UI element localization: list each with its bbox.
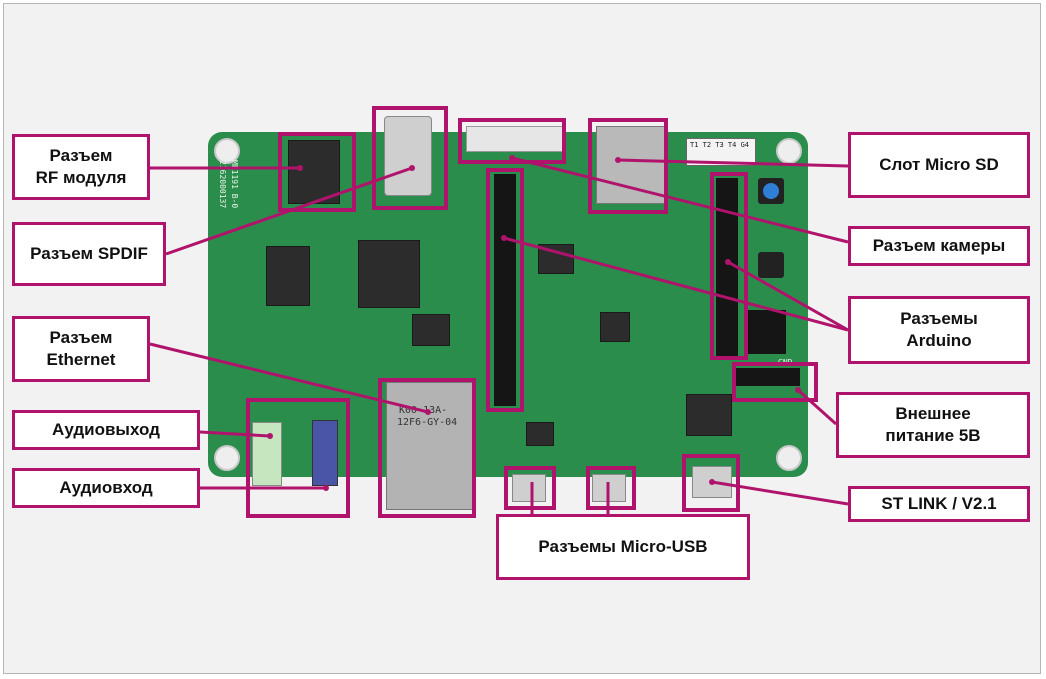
audio-in-jack <box>312 420 338 486</box>
leader-camera <box>511 156 849 244</box>
camera-connector <box>466 126 564 152</box>
leader-tip <box>615 157 621 163</box>
leader-spdif <box>165 166 413 256</box>
audio-out-jack <box>252 422 282 486</box>
leader-tip <box>795 387 801 393</box>
highlight-audio <box>246 398 350 518</box>
leader-tip <box>297 165 303 171</box>
memory-chip <box>266 246 310 306</box>
highlight-usb-2 <box>586 466 636 510</box>
spdif-connector <box>384 116 432 196</box>
pcb-board: MB1191 B-0 2162000137 T1 T2 T3 T4 G4 GND… <box>208 116 808 510</box>
leader-arduino-right <box>727 260 849 332</box>
label-stlink: ST LINK / V2.1 <box>848 486 1030 522</box>
microsd-slot <box>596 126 668 204</box>
blue-button-cap <box>763 183 779 199</box>
leader-tip <box>267 433 273 439</box>
mcu-chip <box>358 240 420 308</box>
leader-tip <box>501 235 507 241</box>
label-audio-in: Аудиовход <box>12 468 200 508</box>
leader-stlink <box>711 480 849 506</box>
small-ic <box>526 422 554 446</box>
highlight-arduino-left <box>486 168 524 412</box>
label-rf-module: Разъем RF модуля <box>12 134 150 200</box>
leader-microsd <box>617 158 849 168</box>
stlink-mcu <box>686 394 732 436</box>
rf-module-chip <box>288 140 340 204</box>
mounting-hole <box>214 445 240 471</box>
reset-button <box>758 252 784 278</box>
mounting-hole <box>214 138 240 164</box>
label-arduino: Разъемы Arduino <box>848 296 1030 364</box>
highlight-camera <box>458 118 566 164</box>
arduino-header-right <box>716 178 738 358</box>
highlight-stlink <box>682 454 740 512</box>
label-micro-usb: Разъемы Micro-USB <box>496 514 750 580</box>
leader-tip <box>509 155 515 161</box>
leader-tip <box>725 259 731 265</box>
small-ic <box>600 312 630 342</box>
leader-audio-out <box>199 430 271 438</box>
test-point-labels: T1 T2 T3 T4 G4 <box>690 141 750 149</box>
highlight-arduino-right <box>710 172 748 360</box>
leader-tip <box>709 479 715 485</box>
ethernet-part-number-2: 12F6-GY-04 <box>397 417 458 428</box>
icsp-header <box>748 310 786 354</box>
mounting-hole <box>776 138 802 164</box>
board-id-text: MB1191 B-0 <box>230 160 239 209</box>
label-ethernet: Разъем Ethernet <box>12 316 150 382</box>
leader-tip <box>323 485 329 491</box>
label-audio-out: Аудиовыход <box>12 410 200 450</box>
phy-chip <box>412 314 450 346</box>
label-microsd: Слот Micro SD <box>848 132 1030 198</box>
highlight-usb-1 <box>504 466 556 510</box>
leader-ext-power <box>796 388 838 426</box>
highlight-ethernet <box>378 378 476 518</box>
label-ext-power: Внешнее питание 5В <box>836 392 1030 458</box>
label-spdif: Разъем SPDIF <box>12 222 166 286</box>
leader-ethernet <box>149 342 429 414</box>
leader-tip <box>409 165 415 171</box>
highlight-ext-power <box>732 362 818 402</box>
user-button <box>758 178 784 204</box>
ext-power-header <box>734 368 800 386</box>
label-camera: Разъем камеры <box>848 226 1030 266</box>
micro-usb-port <box>512 474 546 502</box>
leader-arduino-left <box>503 236 849 332</box>
leader-tip <box>425 409 431 415</box>
highlight-spdif <box>372 106 448 210</box>
highlight-microsd <box>588 118 668 214</box>
highlight-rf-module <box>278 132 356 212</box>
arduino-header-left <box>494 174 516 406</box>
serial-number-text: 2162000137 <box>218 160 227 209</box>
mounting-hole <box>776 445 802 471</box>
